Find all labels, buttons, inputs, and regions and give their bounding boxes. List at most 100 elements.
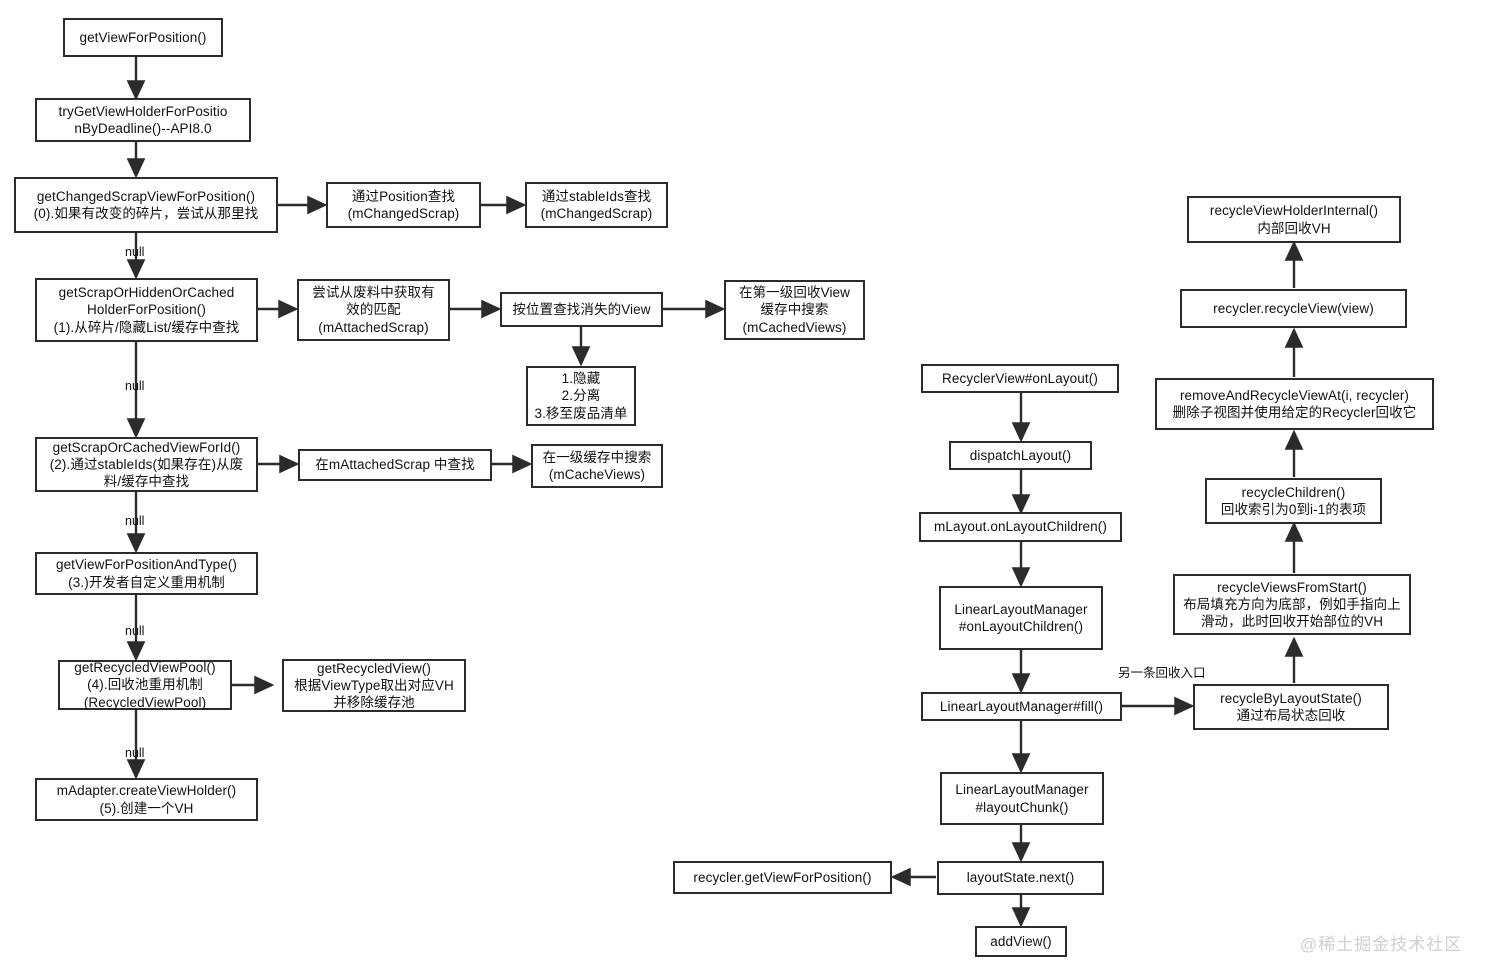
node-line: getScrapOrCachedViewForId() <box>52 439 241 455</box>
node-line: dispatchLayout() <box>969 447 1072 463</box>
node-line: 3.移至废品清单 <box>534 405 628 421</box>
node-line: getViewForPosition() <box>79 29 207 45</box>
node-line: 并移除缓存池 <box>333 695 415 711</box>
node-dispatch-layout[interactable]: dispatchLayout() <box>949 441 1092 470</box>
node-line: (mChangedScrap) <box>347 206 460 221</box>
node-line: recycleViewHolderInternal() <box>1209 203 1379 219</box>
node-line: (2).通过stableIds(如果存在)从废 <box>49 456 244 472</box>
node-line: 效的匹配 <box>346 302 401 318</box>
node-get-recycled-view[interactable]: getRecycledView() 根据ViewType取出对应VH 并移除缓存… <box>282 659 466 712</box>
node-line: 缓存中搜索 <box>760 302 829 318</box>
node-line: recycleChildren() <box>1241 484 1346 500</box>
node-get-scrap-or-hidden-or-cached-holder[interactable]: getScrapOrHiddenOrCached HolderForPositi… <box>35 278 258 342</box>
node-line: (mAttachedScrap) <box>318 319 429 335</box>
node-remove-and-recycle-view-at[interactable]: removeAndRecycleViewAt(i, recycler) 删除子视… <box>1155 378 1434 430</box>
node-recycle-children[interactable]: recycleChildren() 回收索引为0到i-1的表项 <box>1205 478 1382 524</box>
node-line: #onLayoutChildren() <box>958 619 1084 634</box>
node-line: recycleViewsFromStart() <box>1217 579 1367 595</box>
node-line: getViewForPositionAndType() <box>55 557 238 573</box>
edge-label-another-recycle-entry: 另一条回收入口 <box>1118 666 1206 680</box>
node-line: getScrapOrHiddenOrCached <box>58 285 235 301</box>
node-line: #layoutChunk() <box>975 799 1069 815</box>
node-line: tryGetViewHolderForPositio <box>58 103 228 119</box>
node-get-view-for-position-and-type[interactable]: getViewForPositionAndType() (3.)开发者自定义重用… <box>35 552 258 595</box>
edge-label-null-3: null <box>125 514 145 528</box>
node-line: 通过布局状态回收 <box>1236 708 1346 723</box>
node-layoutstate-next[interactable]: layoutState.next() <box>937 861 1104 895</box>
node-line: 在mAttachedScrap 中查找 <box>315 457 475 473</box>
node-add-view[interactable]: addView() <box>975 926 1067 957</box>
node-line: 尝试从废料中获取有 <box>312 285 435 301</box>
node-line: 布局填充方向为底部，例如手指向上 <box>1183 596 1401 612</box>
node-line: getRecycledView() <box>317 660 431 676</box>
node-recycle-view-holder-internal[interactable]: recycleViewHolderInternal() 内部回收VH <box>1187 196 1401 243</box>
node-try-valid-match-from-scrap[interactable]: 尝试从废料中获取有 效的匹配 (mAttachedScrap) <box>297 279 450 341</box>
node-line: LinearLayoutManager <box>954 601 1088 617</box>
node-linearlayoutmanager-fill[interactable]: LinearLayoutManager#fill() <box>921 692 1122 721</box>
node-line: 通过Position查找 <box>351 188 456 204</box>
node-line: (3.)开发者自定义重用机制 <box>68 574 225 590</box>
node-line: 料/缓存中查找 <box>103 474 190 490</box>
node-line: RecyclerView#onLayout() <box>942 370 1098 386</box>
node-line: (mChangedScrap) <box>540 206 653 221</box>
node-line: 删除子视图并使用给定的Recycler回收它 <box>1172 405 1417 420</box>
node-line: (RecycledViewPool) <box>83 694 207 710</box>
node-get-scrap-or-cached-view-for-id[interactable]: getScrapOrCachedViewForId() (2).通过stable… <box>35 437 258 492</box>
node-linearlayoutmanager-onlayoutchildren[interactable]: LinearLayoutManager #onLayoutChildren() <box>939 586 1103 650</box>
node-line: 回收索引为0到i-1的表项 <box>1220 502 1367 517</box>
edge-label-null-4: null <box>125 624 145 638</box>
node-recyclerview-onlayout[interactable]: RecyclerView#onLayout() <box>921 364 1119 393</box>
node-line: LinearLayoutManager#fill() <box>939 698 1104 714</box>
node-recycler-recycle-view[interactable]: recycler.recycleView(view) <box>1180 289 1407 328</box>
node-line: 根据ViewType取出对应VH <box>294 677 454 693</box>
node-line: recycleByLayoutState() <box>1220 690 1362 706</box>
edge-label-null-2: null <box>125 379 145 393</box>
node-line: getRecycledViewPool() <box>74 660 216 676</box>
node-line: (mCachedViews) <box>742 319 847 335</box>
node-line: (1).从碎片/隐藏List/缓存中查找 <box>53 319 240 335</box>
node-recycler-get-view-for-position[interactable]: recycler.getViewForPosition() <box>673 861 892 894</box>
node-line: (4).回收池重用机制 <box>87 677 203 693</box>
node-line: mLayout.onLayoutChildren() <box>934 519 1107 535</box>
node-find-by-stableids-changed-scrap[interactable]: 通过stableIds查找 (mChangedScrap) <box>525 182 668 228</box>
node-search-first-level-cached-views[interactable]: 在第一级回收View 缓存中搜索 (mCachedViews) <box>724 280 865 340</box>
node-find-by-position-changed-scrap[interactable]: 通过Position查找 (mChangedScrap) <box>326 182 481 228</box>
node-line: 内部回收VH <box>1257 220 1331 236</box>
node-line: (mCacheViews) <box>548 467 646 482</box>
node-line: 按位置查找消失的View <box>512 301 651 317</box>
edge-label-null-1: null <box>125 245 145 259</box>
node-line: 1.隐藏 <box>561 371 601 387</box>
node-line: 2.分离 <box>561 388 601 404</box>
node-line: addView() <box>990 933 1052 949</box>
node-hide-detach-move-to-scrap-steps[interactable]: 1.隐藏 2.分离 3.移至废品清单 <box>526 366 636 426</box>
node-line: 在第一级回收View <box>738 285 851 301</box>
node-line: 滑动，此时回收开始部位的VH <box>1200 614 1384 630</box>
edge-label-null-5: null <box>125 746 145 760</box>
node-find-disappearing-view-by-position[interactable]: 按位置查找消失的View <box>500 292 663 327</box>
node-search-level-one-cache[interactable]: 在一级缓存中搜索 (mCacheViews) <box>531 444 663 488</box>
node-get-changed-scrap-view-for-position[interactable]: getChangedScrapViewForPosition() (0).如果有… <box>14 177 278 233</box>
node-recycle-by-layout-state[interactable]: recycleByLayoutState() 通过布局状态回收 <box>1193 684 1389 730</box>
node-line: recycler.recycleView(view) <box>1213 300 1374 316</box>
node-recycle-views-from-start[interactable]: recycleViewsFromStart() 布局填充方向为底部，例如手指向上… <box>1173 574 1411 635</box>
node-line: 在一级缓存中搜索 <box>542 449 652 465</box>
node-mlayout-onlayoutchildren[interactable]: mLayout.onLayoutChildren() <box>919 512 1122 542</box>
node-line: 通过stableIds查找 <box>541 188 652 204</box>
node-line: mAdapter.createViewHolder() <box>56 783 237 799</box>
node-find-in-mattachedscrap[interactable]: 在mAttachedScrap 中查找 <box>298 449 492 481</box>
node-line: layoutState.next() <box>966 870 1075 886</box>
node-linearlayoutmanager-layoutchunk[interactable]: LinearLayoutManager #layoutChunk() <box>940 772 1104 825</box>
node-try-get-view-holder-for-position[interactable]: tryGetViewHolderForPositio nByDeadline()… <box>35 98 251 142</box>
node-line: recycler.getViewForPosition() <box>693 869 872 885</box>
node-line: LinearLayoutManager <box>955 782 1089 798</box>
node-line: nByDeadline()--API8.0 <box>74 121 212 136</box>
node-line: getChangedScrapViewForPosition() <box>36 188 256 204</box>
node-line: HolderForPosition() <box>87 302 206 318</box>
node-get-recycled-view-pool[interactable]: getRecycledViewPool() (4).回收池重用机制 (Recyc… <box>58 660 232 710</box>
node-madapter-create-view-holder[interactable]: mAdapter.createViewHolder() (5).创建一个VH <box>35 778 258 821</box>
node-line: removeAndRecycleViewAt(i, recycler) <box>1179 387 1410 403</box>
node-get-view-for-position[interactable]: getViewForPosition() <box>63 18 223 57</box>
node-line: (0).如果有改变的碎片，尝试从那里找 <box>33 206 259 221</box>
watermark: @稀土掘金技术社区 <box>1300 935 1463 954</box>
